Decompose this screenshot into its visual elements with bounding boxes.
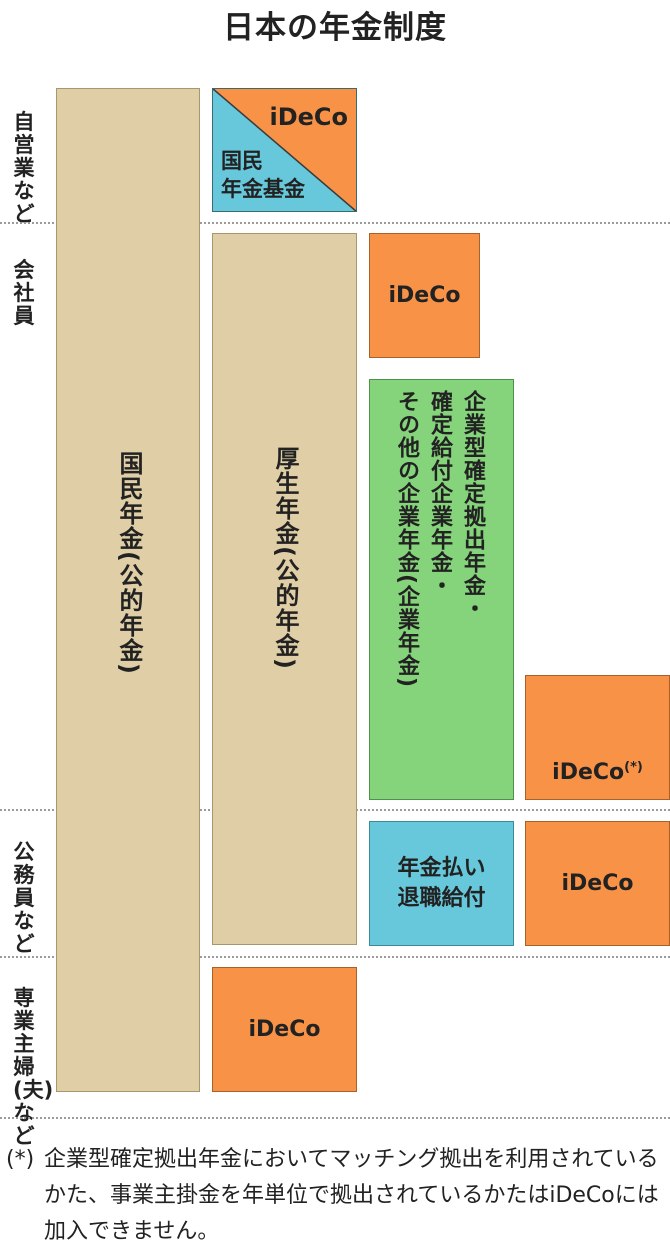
corporate-pension-box: 企業型確定拠出年金・ 確定給付企業年金・ その他の企業年金(企業年金): [369, 379, 514, 800]
footnote-text: 企業型確定拠出年金においてマッチング拠出を利用されているかた、事業主掛金を年単位…: [44, 1147, 659, 1244]
split-triangles: [213, 89, 356, 211]
ideco-restricted-mark: (*): [624, 760, 643, 775]
national-pension-label: 国民年金(公的年金): [115, 451, 143, 675]
ideco-restricted-label: iDeCo: [552, 760, 625, 785]
ideco-employee-label: iDeCo: [388, 283, 461, 308]
row-label-civil-servant: 公務員など: [6, 818, 42, 956]
separator-line: [0, 222, 670, 224]
ideco-housewife-label: iDeCo: [248, 1017, 321, 1042]
ideco-fund-split-box: iDeCo 国民 年金基金: [212, 88, 357, 212]
ideco-employee-box: iDeCo: [369, 233, 480, 358]
ideco-civil-servant-label: iDeCo: [561, 871, 634, 896]
ideco-restricted-label-wrap: iDeCo(*): [526, 723, 669, 788]
row-label-housewife-text: 専業主婦(夫)など: [13, 986, 54, 1148]
ideco-self-employed-label: iDeCo: [269, 103, 348, 131]
ideco-housewife-box: iDeCo: [212, 967, 357, 1092]
employees-pension-label: 厚生年金(公的年金): [271, 446, 299, 670]
row-label-employee-text: 会社員: [13, 258, 35, 328]
footnote-mark: (*): [6, 1147, 35, 1172]
row-label-self-employed: 自営業など: [6, 88, 42, 226]
split-diagonal: [213, 89, 356, 211]
row-label-housewife: 専業主婦(夫)など: [6, 964, 54, 1148]
employees-pension-box: 厚生年金(公的年金): [212, 233, 357, 945]
row-label-civil-servant-text: 公務員など: [13, 840, 35, 956]
separator-line: [0, 1117, 670, 1119]
row-label-employee: 会社員: [6, 236, 42, 328]
footnote: (*) 企業型確定拠出年金においてマッチング拠出を利用されているかた、事業主掛金…: [6, 1142, 666, 1250]
ideco-restricted-box: iDeCo(*): [525, 675, 670, 800]
retirement-benefit-box: 年金払い 退職給付: [369, 821, 514, 946]
national-pension-box: 国民年金(公的年金): [56, 88, 200, 1092]
national-pension-fund-label: 国民 年金基金: [221, 149, 305, 201]
corporate-pension-label: 企業型確定拠出年金・ 確定給付企業年金・ その他の企業年金(企業年金): [394, 390, 485, 689]
ideco-civil-servant-box: iDeCo: [525, 821, 670, 946]
diagram-title: 日本の年金制度: [223, 10, 447, 46]
retirement-benefit-label: 年金払い 退職給付: [397, 856, 486, 911]
row-label-self-employed-text: 自営業など: [13, 110, 35, 226]
separator-line: [0, 956, 670, 958]
